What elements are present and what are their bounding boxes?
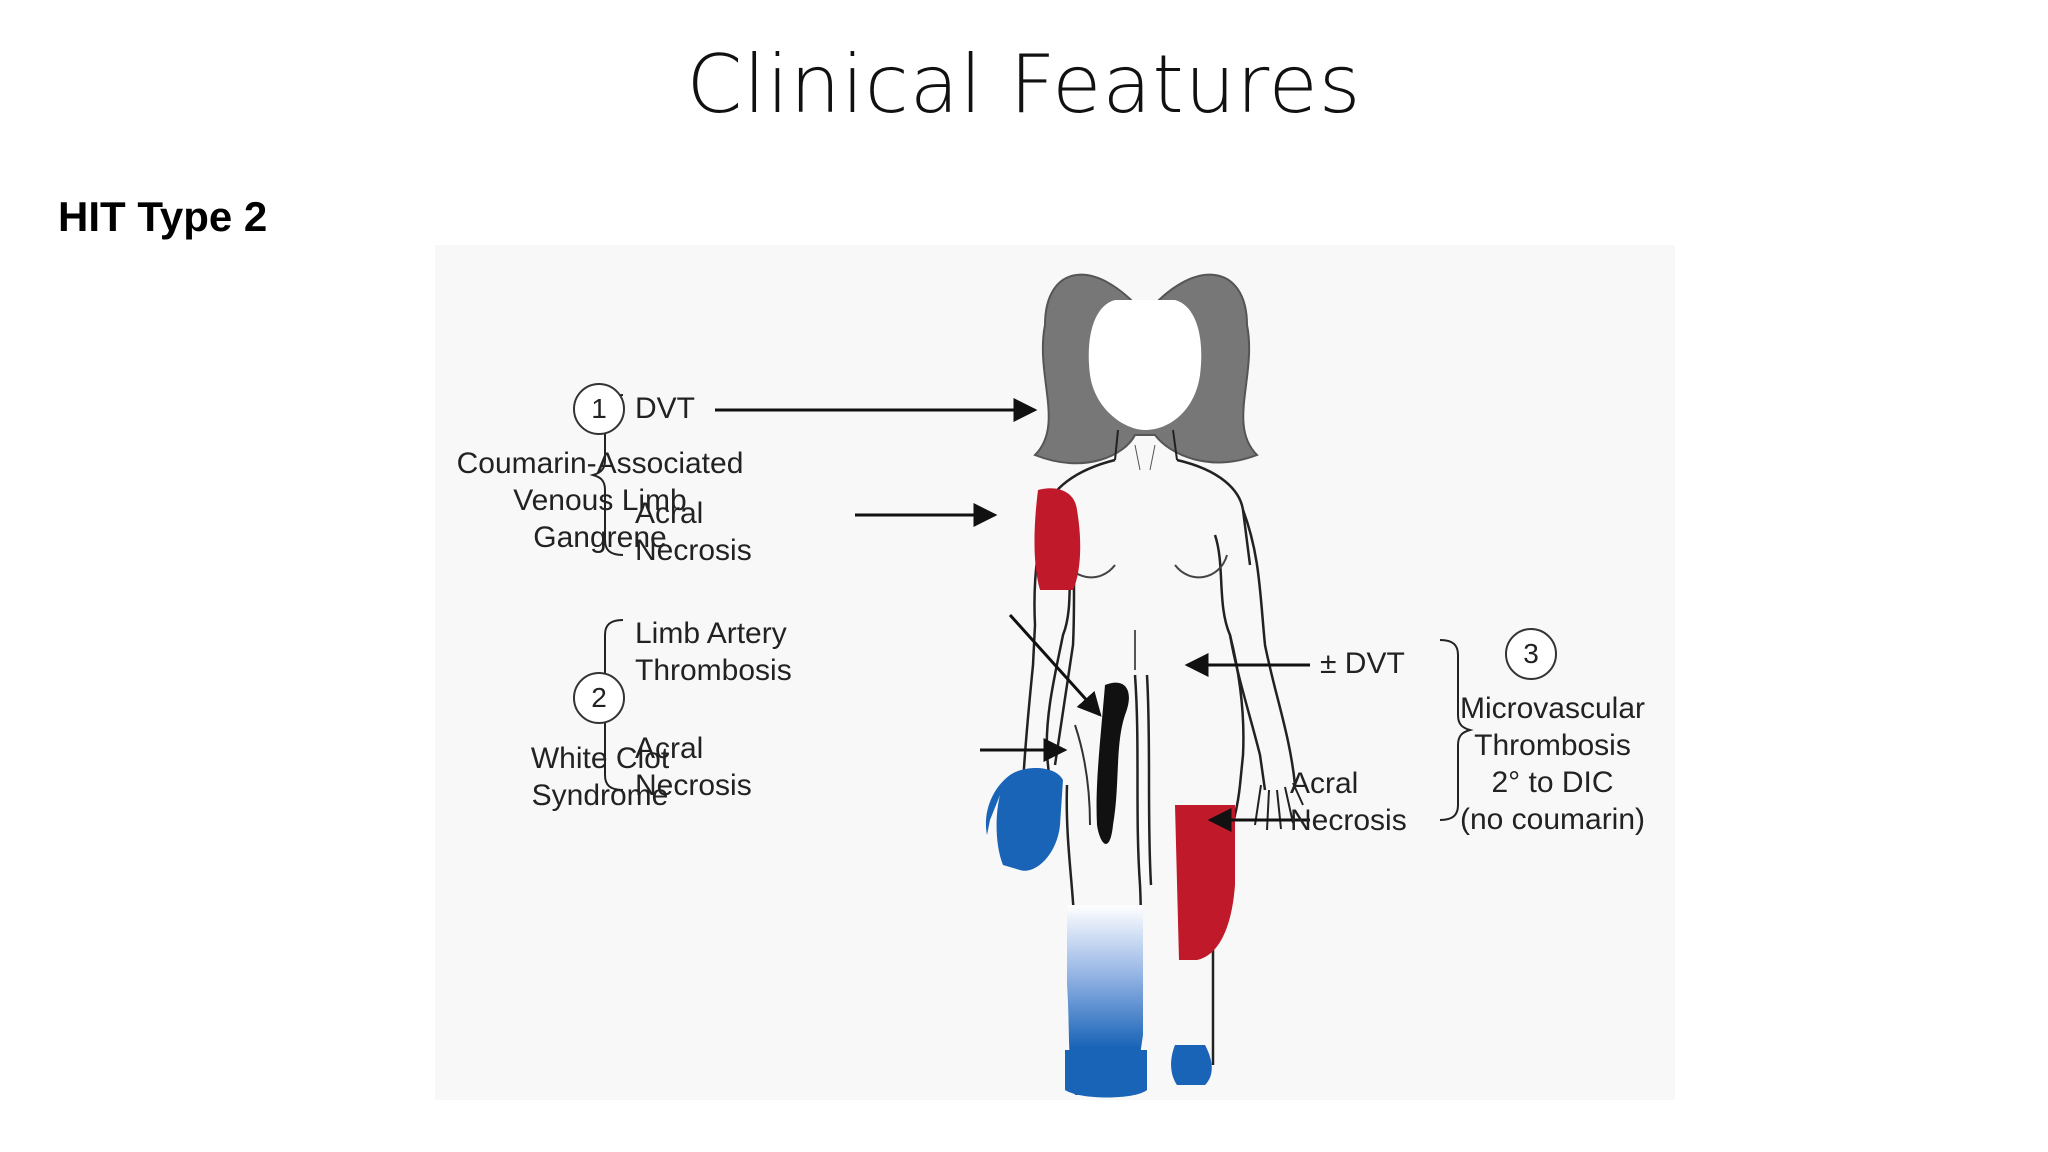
dvt-leg-region [1175,805,1235,960]
finding-acral-necrosis-right-foot: Acral Necrosis [1290,765,1407,839]
group-1-label-line: Gangrene [533,521,667,554]
brace-group-3 [1439,639,1474,821]
group-3-label: Microvascular Thrombosis 2° to DIC (no c… [1440,690,1665,838]
dvt-arm-region [1034,488,1081,590]
group-3-label-line: Microvascular [1459,692,1646,725]
finding-acral-necrosis-hand: Acral Necrosis [635,495,752,569]
finding-dvt-leg: ± DVT [1320,647,1405,680]
group-1-number: 1 [573,383,625,435]
finding-dvt-arm: DVT [635,392,695,425]
arrow-limb-artery [1008,613,1102,717]
slide-title: Clinical Features [686,38,1362,131]
group-3-label-line: (no coumarin) [1459,803,1646,836]
hit-clinical-figure: 1 Coumarin-Associated Venous Limb Gangre… [435,245,1675,1100]
finding-line: Necrosis [635,769,752,802]
group-3-label-line: 2° to DIC [1491,766,1614,799]
finding-line: Necrosis [1290,804,1407,837]
body-illustration [589,273,1474,1098]
acral-necrosis-right-foot-region [1171,1045,1212,1085]
group-2-number: 2 [573,672,625,724]
subheading: HIT Type 2 [58,193,268,240]
group-1-label-line: Coumarin-Associated [456,447,744,480]
limb-artery-thrombosis-region [1096,682,1129,844]
face-shape [1088,300,1202,430]
finding-line: Limb Artery [635,617,787,650]
group-2-label: White Clot Syndrome [435,740,765,814]
group-2-label-line: Syndrome [531,779,669,812]
acral-necrosis-hand-region [985,768,1063,871]
finding-line: Thrombosis [635,654,792,687]
group-1-label: Coumarin-Associated Venous Limb Gangrene [435,445,765,556]
white-clot-leg-region [1067,905,1143,1095]
group-1-label-line: Venous Limb [513,484,687,517]
finding-acral-necrosis-foot: Acral Necrosis [635,730,752,804]
finding-line: Necrosis [635,534,752,567]
finding-limb-artery-thrombosis: Limb Artery Thrombosis [635,615,792,689]
group-2-label-line: White Clot [530,742,670,775]
group-3-number: 3 [1505,628,1557,680]
group-3-label-line: Thrombosis [1474,729,1631,762]
finding-line: Acral [635,497,704,530]
finding-line: Acral [635,732,704,765]
finding-line: Acral [1290,767,1359,800]
